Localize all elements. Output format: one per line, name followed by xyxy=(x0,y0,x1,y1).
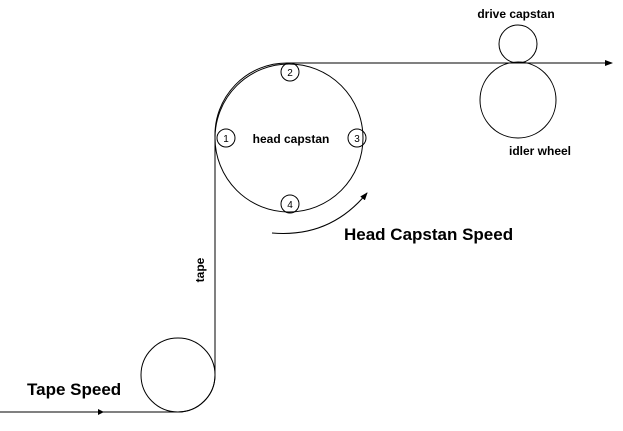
head-marker-4: 4 xyxy=(280,194,300,214)
head-capstan-label: head capstan xyxy=(253,132,330,146)
svg-text:4: 4 xyxy=(287,200,293,211)
svg-text:2: 2 xyxy=(287,68,293,79)
head-capstan xyxy=(214,63,364,213)
tape-path xyxy=(0,60,613,413)
head-marker-1: 1 xyxy=(216,128,236,148)
tape-speed-arrow-icon xyxy=(98,409,104,415)
idler-wheel xyxy=(479,61,557,139)
tape-speed-label: Tape Speed xyxy=(27,380,121,399)
drive-capstan xyxy=(498,24,538,64)
idler-wheel-label: idler wheel xyxy=(509,144,571,158)
guide-roller xyxy=(140,337,216,413)
head-capstan-speed-label: Head Capstan Speed xyxy=(344,225,513,244)
svg-text:3: 3 xyxy=(354,134,360,145)
head-capstan-speed-arrow-icon xyxy=(271,192,368,234)
tape-label: tape xyxy=(193,257,207,282)
svg-text:1: 1 xyxy=(223,134,229,145)
drive-capstan-label: drive capstan xyxy=(477,7,554,21)
head-marker-3: 3 xyxy=(347,128,367,148)
head-marker-2: 2 xyxy=(280,62,300,82)
